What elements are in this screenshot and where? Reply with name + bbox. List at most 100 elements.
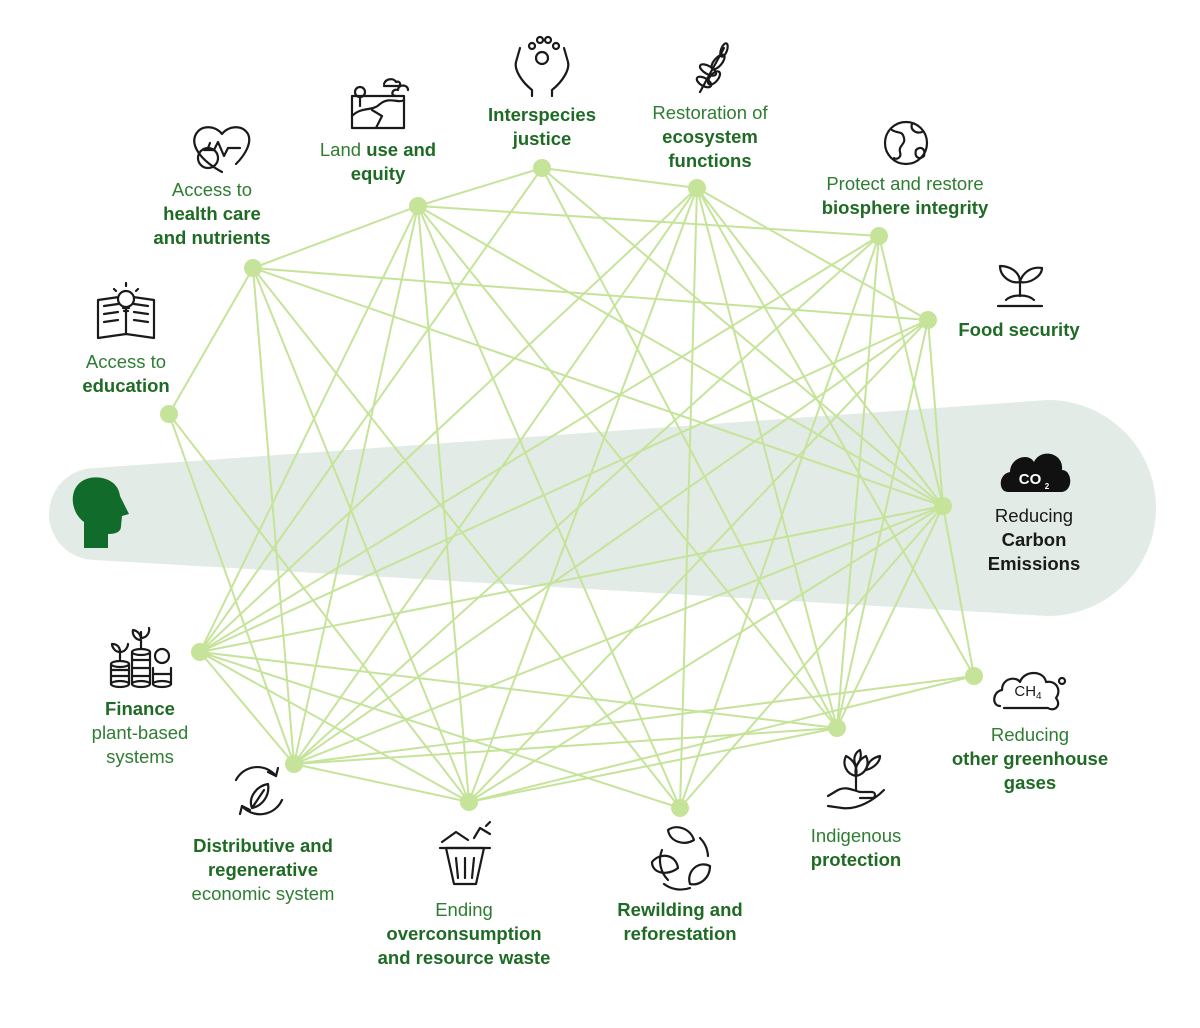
- edge-finance-rewilding: [199, 651, 681, 809]
- edge-food-carbon: [927, 319, 944, 507]
- label-line: overconsumption: [386, 923, 542, 944]
- ch4-cloud-icon: [993, 671, 1067, 711]
- recycle-leaf-icon: [234, 766, 284, 816]
- label-rewilding: Rewilding and reforestation: [617, 898, 742, 946]
- edge-ghg-overconsumption: [468, 675, 975, 803]
- hands-paw-icon: [514, 35, 570, 98]
- label-line: systems: [106, 746, 174, 767]
- label-line: reforestation: [623, 923, 737, 944]
- globe-icon: [883, 120, 929, 166]
- label-line: functions: [668, 150, 752, 171]
- label-line: economic system: [191, 883, 335, 904]
- edge-carbon-ghg: [942, 505, 975, 677]
- edge-food-indigenous: [836, 319, 929, 729]
- leaf-branch-icon: [695, 42, 729, 94]
- svg-text:2: 2: [1045, 482, 1050, 491]
- edge-ecosystem-distributive: [293, 187, 698, 765]
- edge-land-biosphere: [417, 205, 880, 237]
- edge-carbon-rewilding: [679, 505, 944, 809]
- label-distributive: Distributive and regenerative economic sys…: [192, 834, 335, 906]
- label-part: use and: [366, 139, 437, 160]
- edge-biosphere-carbon: [878, 235, 944, 507]
- edge-ghg-distributive: [293, 675, 975, 765]
- label-line: justice: [512, 128, 572, 149]
- label-line: Restoration of: [652, 102, 768, 123]
- label-interspecies: Interspecies justice: [488, 103, 596, 151]
- label-line: Carbon: [1001, 529, 1067, 550]
- label-line: Interspecies: [488, 104, 596, 125]
- label-line: ecosystem: [662, 126, 758, 147]
- svg-text:CO: CO: [1019, 471, 1042, 488]
- node-land: [409, 197, 427, 215]
- edge-ecosystem-carbon: [696, 187, 944, 507]
- edge-ecosystem-indigenous: [696, 187, 838, 729]
- node-overconsumption: [460, 793, 478, 811]
- edge-ecosystem-food: [696, 187, 929, 321]
- node-ecosystem: [688, 179, 706, 197]
- label-line: Access to: [85, 351, 167, 372]
- node-health: [244, 259, 262, 277]
- edge-land-carbon: [417, 205, 944, 507]
- edge-health-rewilding: [252, 267, 681, 809]
- edge-ecosystem-finance: [199, 187, 698, 653]
- label-line: Indigenous: [810, 825, 902, 846]
- landscape-icon: [350, 78, 410, 130]
- label-line: equity: [350, 163, 406, 184]
- edge-land-interspecies: [417, 167, 543, 207]
- label-part: Land: [319, 139, 367, 160]
- edge-indigenous-finance: [199, 651, 838, 729]
- edge-ecosystem-overconsumption: [468, 187, 698, 803]
- heart-apple-icon: [193, 126, 251, 174]
- edge-distributive-overconsumption: [293, 763, 470, 803]
- edge-food-overconsumption: [468, 319, 929, 803]
- label-line: Reducing: [994, 505, 1074, 526]
- edge-education-health: [168, 267, 254, 415]
- node-finance: [191, 643, 209, 661]
- co2-cloud-icon: CO 2: [1000, 453, 1071, 492]
- edge-food-finance: [199, 319, 929, 653]
- label-line: Distributive and: [193, 835, 333, 856]
- leaf-cycle-icon: [650, 826, 712, 891]
- edge-interspecies-finance: [199, 167, 543, 653]
- hand-plant-icon: [826, 748, 886, 810]
- node-interspecies: [533, 159, 551, 177]
- label-line: regenerative: [207, 859, 319, 880]
- edge-biosphere-finance: [199, 235, 880, 653]
- label-education: Access to education: [82, 350, 169, 398]
- node-education: [160, 405, 178, 423]
- edge-land-overconsumption: [417, 205, 470, 803]
- label-line: other greenhouse: [951, 748, 1109, 769]
- label-ecosystem: Restoration of ecosystem functions: [652, 101, 767, 173]
- label-line: Ending: [435, 899, 493, 920]
- edge-carbon-distributive: [293, 505, 944, 765]
- node-biosphere: [870, 227, 888, 245]
- label-line: Finance: [105, 698, 175, 719]
- edge-land-rewilding: [417, 205, 681, 809]
- sprout-icon: [996, 264, 1044, 308]
- node-indigenous: [828, 719, 846, 737]
- label-line: Land use and: [320, 138, 436, 162]
- coins-plants-icon: [109, 626, 173, 689]
- edge-education-overconsumption: [168, 413, 470, 803]
- edge-food-distributive: [293, 319, 929, 765]
- edge-ecosystem-rewilding: [679, 187, 698, 809]
- label-line: Emissions: [987, 553, 1081, 574]
- label-line: education: [82, 375, 170, 396]
- edge-finance-overconsumption: [199, 651, 470, 803]
- label-line: and nutrients: [153, 227, 271, 248]
- node-carbon: [934, 497, 952, 515]
- trash-bin-icon: [438, 820, 492, 886]
- edge-land-finance: [199, 205, 419, 653]
- edges-layer: [168, 167, 975, 809]
- label-line: plant-based: [91, 722, 189, 743]
- nodes-layer: [160, 159, 983, 817]
- edge-carbon-finance: [199, 505, 944, 653]
- label-line: health care: [163, 203, 261, 224]
- edge-health-overconsumption: [252, 267, 470, 803]
- node-ghg: [965, 667, 983, 685]
- label-line: Rewilding and: [617, 899, 743, 920]
